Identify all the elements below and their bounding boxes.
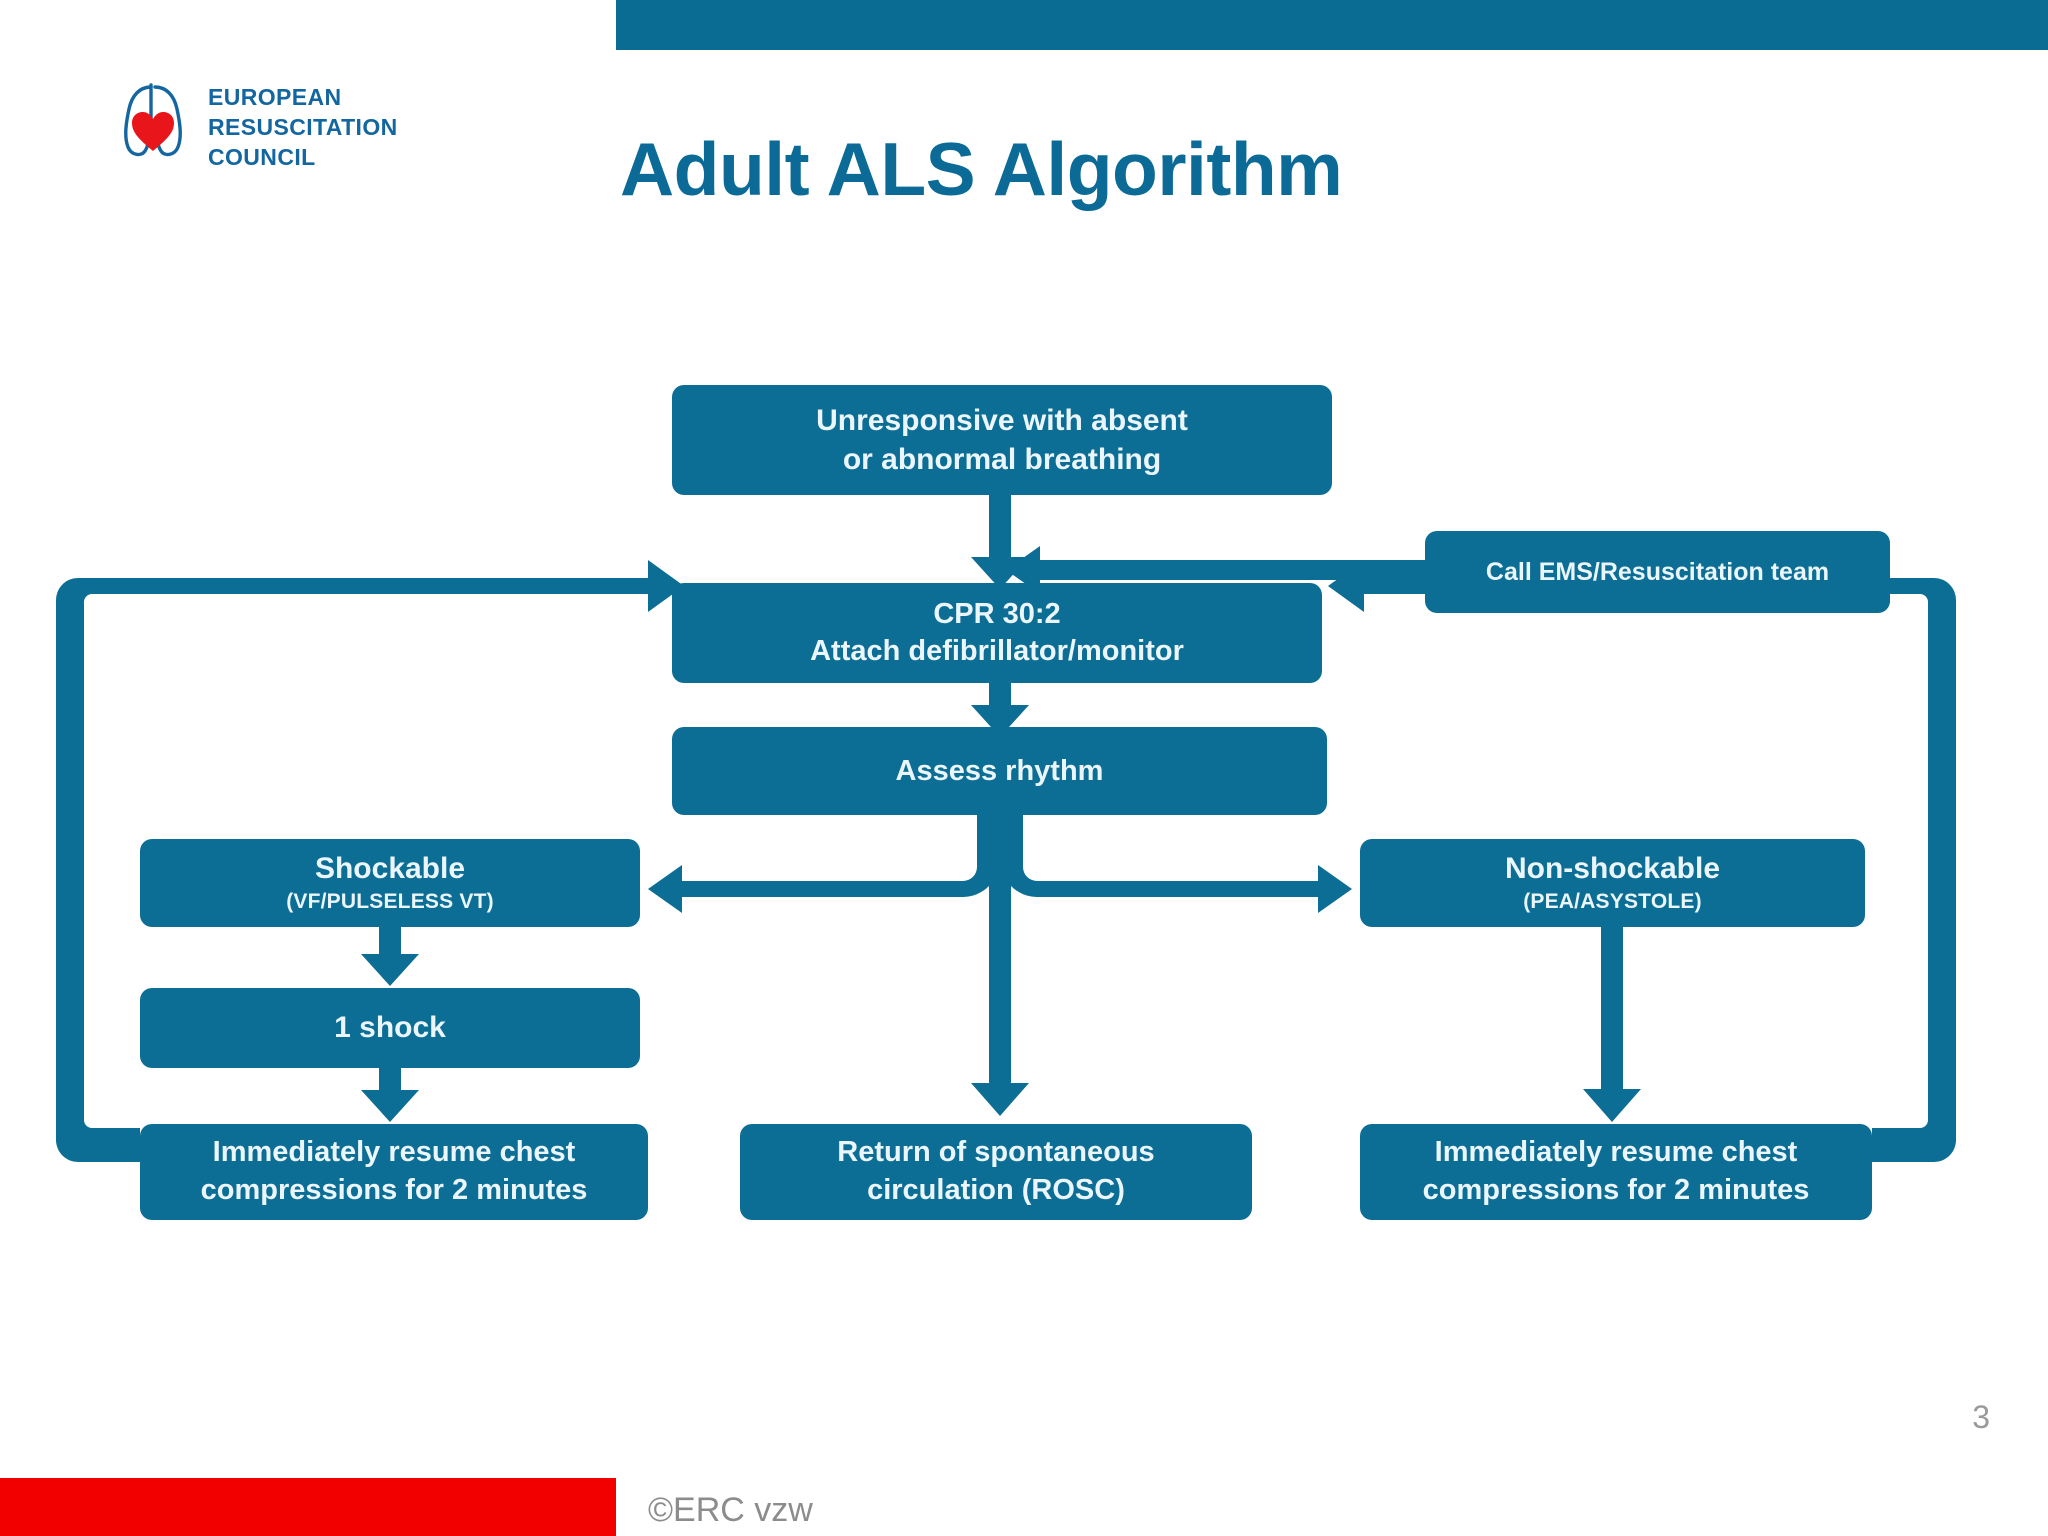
node-assess-rhythm-label: Assess rhythm [895,754,1104,787]
node-shockable[interactable]: Shockable (VF/PULSELESS VT) [140,839,640,927]
erc-logo: EUROPEAN RESUSCITATION COUNCIL [110,75,430,175]
edge-callems-to-unresponsive [1006,546,1425,594]
header-accent-bar [616,0,2048,50]
node-shockable-line1: Shockable [314,852,466,885]
node-rosc[interactable]: Return of spontaneous circulation (ROSC) [740,1124,1252,1220]
flowchart-connectors [56,495,1956,1162]
node-non-shockable-line2: (PEA/ASYSTOLE) [1523,890,1702,913]
node-resume-right-line2: compressions for 2 minutes [1422,1174,1810,1206]
als-algorithm-flowchart: Unresponsive with absent or abnormal bre… [0,355,2048,1255]
erc-wordmark: EUROPEAN RESUSCITATION COUNCIL [208,83,398,173]
logo-line-2: RESUSCITATION [208,113,398,140]
node-unresponsive[interactable]: Unresponsive with absent or abnormal bre… [672,385,1332,495]
node-shockable-line2: (VF/PULSELESS VT) [286,890,494,913]
node-one-shock-label: 1 shock [334,1011,446,1044]
edge-assess-to-nonshockable [1001,815,1352,913]
node-assess-rhythm[interactable]: Assess rhythm [672,727,1327,815]
page-number: 3 [1972,1399,1990,1435]
node-cpr-line1: CPR 30:2 [933,597,1061,630]
node-one-shock[interactable]: 1 shock [140,988,640,1068]
node-call-ems-label: Call EMS/Resuscitation team [1485,557,1830,586]
node-call-ems[interactable]: Call EMS/Resuscitation team [1425,531,1890,613]
node-non-shockable-line1: Non-shockable [1504,852,1721,885]
node-resume-compressions-left[interactable]: Immediately resume chest compressions fo… [140,1124,648,1220]
logo-line-3: COUNCIL [208,143,316,170]
page-title: Adult ALS Algorithm [620,127,1343,211]
node-resume-compressions-right[interactable]: Immediately resume chest compressions fo… [1360,1124,1872,1220]
lungs-heart-icon [110,75,196,165]
node-cpr-line2: Attach defibrillator/monitor [810,635,1184,667]
edge-assess-to-shockable [648,815,999,913]
node-resume-left-line2: compressions for 2 minutes [200,1174,588,1206]
footer-red-bar [0,1478,616,1536]
node-unresponsive-line1: Unresponsive with absent [816,404,1188,437]
edge-cpr-to-assess [971,683,1029,737]
edge-assess-to-rosc [971,815,1029,1116]
copyright-text: ©ERC vzw [648,1491,813,1529]
node-rosc-line1: Return of spontaneous [837,1136,1155,1169]
edge-shock-to-resume [361,1068,419,1122]
edge-shockable-to-shock [361,927,419,986]
edge-nonshockable-to-resume [1583,927,1641,1122]
node-non-shockable[interactable]: Non-shockable (PEA/ASYSTOLE) [1360,839,1865,927]
node-cpr[interactable]: CPR 30:2 Attach defibrillator/monitor [672,583,1322,683]
node-resume-left-line1: Immediately resume chest [212,1136,576,1169]
node-unresponsive-line2: or abnormal breathing [842,443,1162,476]
node-resume-right-line1: Immediately resume chest [1434,1136,1798,1169]
node-rosc-line2: circulation (ROSC) [867,1174,1125,1206]
logo-line-1: EUROPEAN [208,84,342,110]
